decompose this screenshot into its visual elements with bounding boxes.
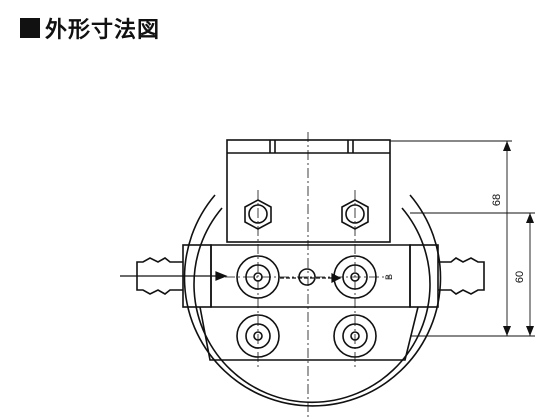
body-outline bbox=[183, 194, 442, 407]
top-block bbox=[226, 139, 391, 243]
right-flange bbox=[409, 244, 439, 308]
port-mark-b: B bbox=[384, 274, 394, 280]
dim-label-68: 68 bbox=[491, 194, 503, 206]
square-bullet-icon bbox=[20, 18, 40, 38]
dim-label-60: 60 bbox=[514, 271, 526, 283]
page-title: 外形寸法図 bbox=[20, 12, 160, 44]
right-hose-barb bbox=[438, 257, 485, 295]
manifold-body bbox=[210, 244, 411, 308]
body-inner-outline bbox=[193, 207, 431, 404]
title-text: 外形寸法図 bbox=[45, 18, 161, 43]
